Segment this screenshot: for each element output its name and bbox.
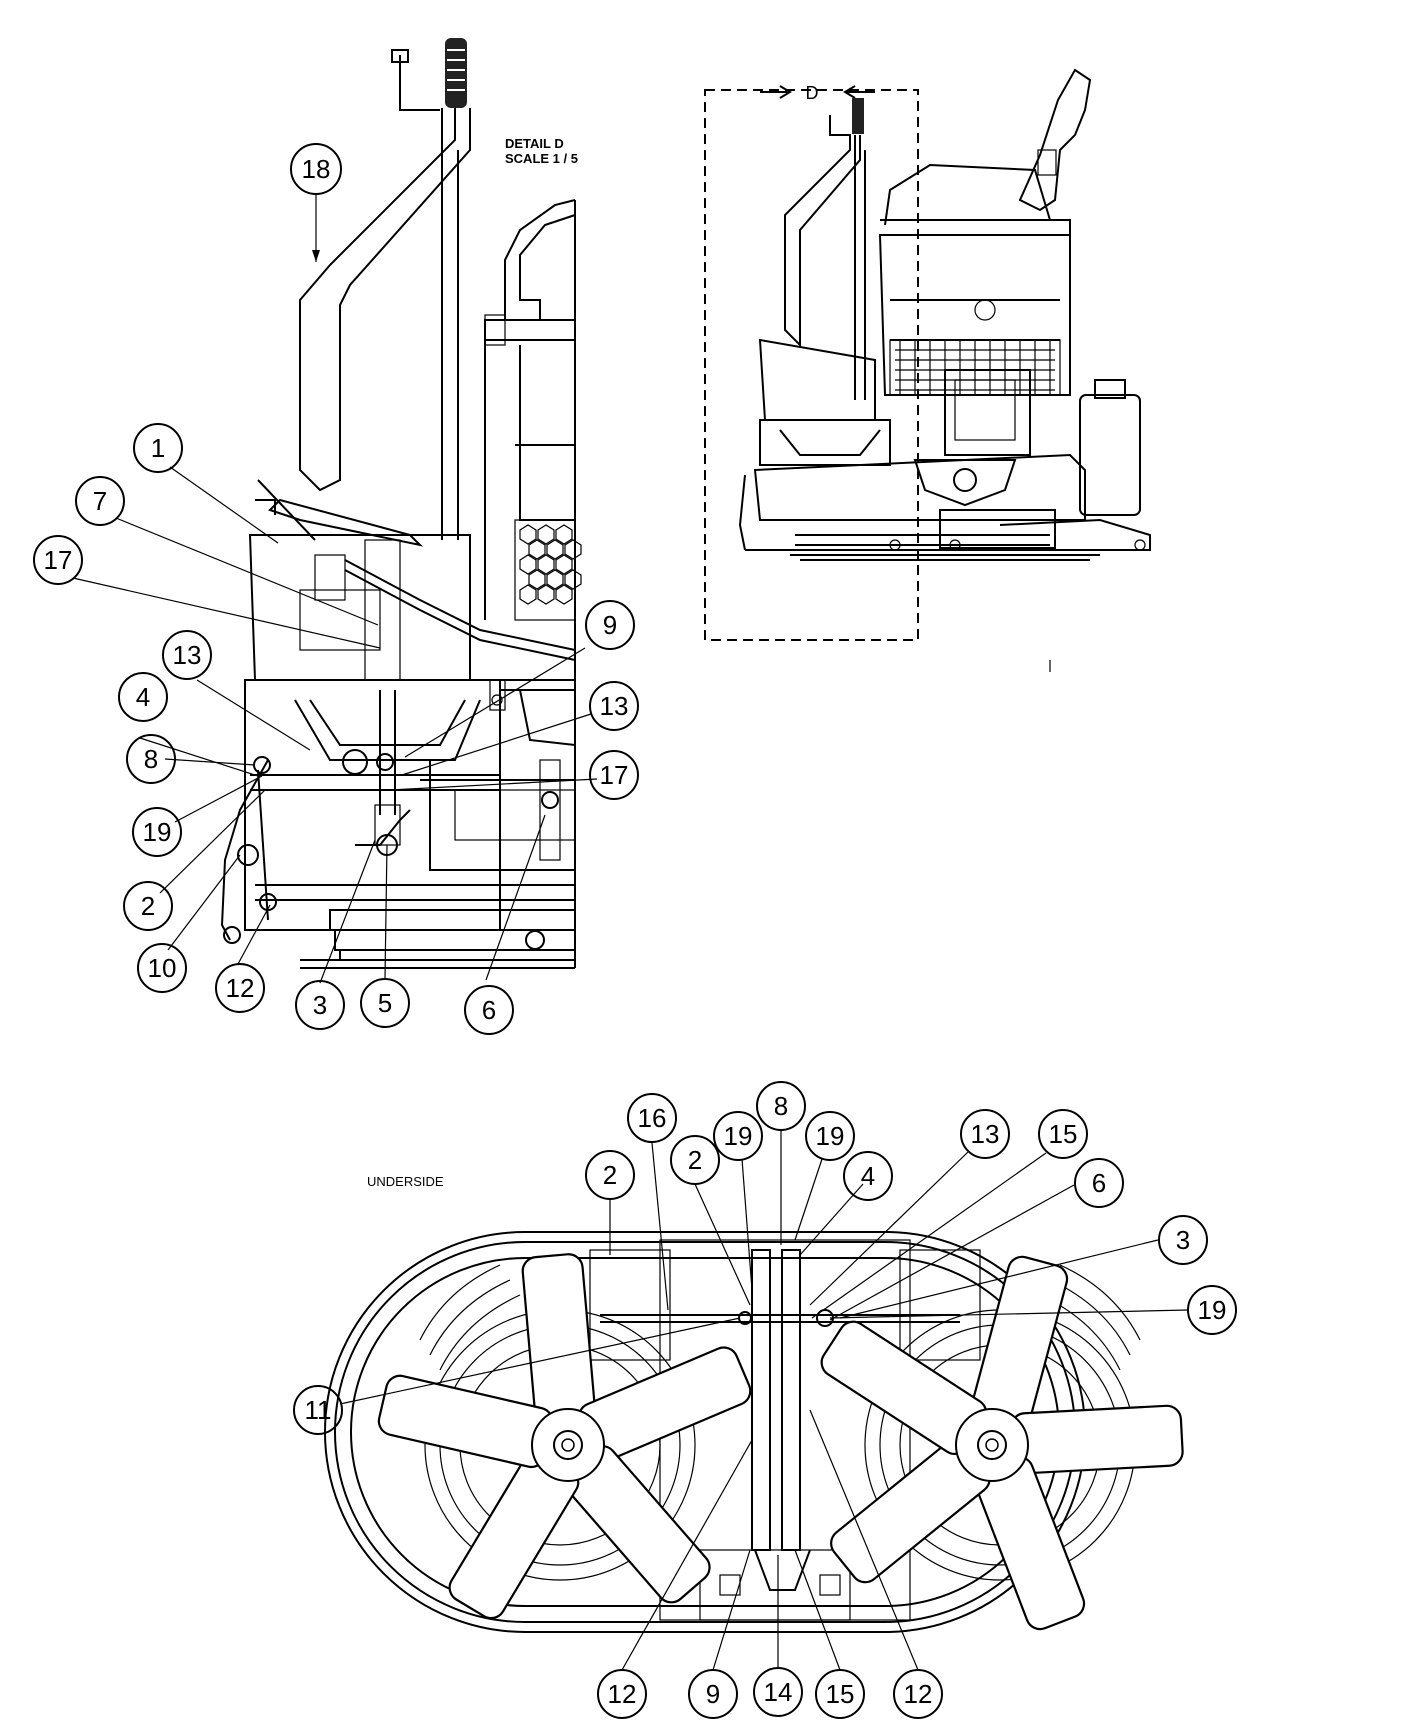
svg-text:19: 19 — [143, 817, 172, 847]
balloon-13: 13 — [162, 630, 212, 680]
side-grille — [889, 339, 1061, 396]
detail-d-view — [220, 38, 582, 969]
svg-text:9: 9 — [706, 1679, 720, 1709]
balloon-u-2a: 2 — [585, 1150, 635, 1200]
svg-text:7: 7 — [93, 486, 107, 516]
svg-text:3: 3 — [313, 990, 327, 1020]
svg-text:19: 19 — [816, 1121, 845, 1151]
right-fan — [820, 1255, 1184, 1631]
svg-text:8: 8 — [774, 1091, 788, 1121]
svg-text:11: 11 — [305, 1395, 332, 1425]
balloon-u-14: 14 — [753, 1667, 803, 1717]
balloon-4: 4 — [118, 672, 168, 722]
balloon-u-4: 4 — [843, 1151, 893, 1201]
balloon-u-19c: 19 — [1187, 1285, 1237, 1335]
detail-title: DETAIL D — [505, 136, 564, 151]
balloon-u-6: 6 — [1074, 1158, 1124, 1208]
svg-text:17: 17 — [600, 760, 629, 790]
svg-text:13: 13 — [173, 640, 202, 670]
balloon-u-19a: 19 — [713, 1111, 763, 1161]
svg-text:12: 12 — [904, 1679, 933, 1709]
svg-text:13: 13 — [600, 691, 629, 721]
balloon-17b: 17 — [589, 750, 639, 800]
balloon-u-2b: 2 — [670, 1135, 720, 1185]
balloon-9: 9 — [585, 600, 635, 650]
balloon-u-15a: 15 — [1038, 1109, 1088, 1159]
balloon-7: 7 — [75, 476, 125, 526]
balloon-u-19b: 19 — [805, 1111, 855, 1161]
svg-text:2: 2 — [688, 1145, 702, 1175]
balloon-1: 1 — [133, 423, 183, 473]
balloon-6: 6 — [464, 985, 514, 1035]
svg-text:5: 5 — [378, 988, 392, 1018]
svg-text:12: 12 — [226, 973, 255, 1003]
svg-text:4: 4 — [861, 1161, 875, 1191]
detail-callouts: 18 1 7 17 13 4 8 19 2 10 12 3 5 6 9 13 1… — [33, 143, 639, 1035]
balloon-u-9: 9 — [688, 1669, 738, 1719]
svg-text:15: 15 — [1049, 1119, 1078, 1149]
balloon-8: 8 — [126, 734, 176, 784]
balloon-u-16: 16 — [627, 1093, 677, 1143]
svg-text:3: 3 — [1176, 1225, 1190, 1255]
svg-text:13: 13 — [971, 1119, 1000, 1149]
svg-text:19: 19 — [724, 1121, 753, 1151]
balloon-u-12b: 12 — [893, 1669, 943, 1719]
side-view: D — [704, 68, 1151, 672]
svg-text:4: 4 — [136, 682, 150, 712]
svg-text:15: 15 — [826, 1679, 855, 1709]
svg-text:9: 9 — [603, 610, 617, 640]
svg-text:17: 17 — [44, 545, 73, 575]
svg-text:6: 6 — [482, 995, 496, 1025]
svg-text:18: 18 — [302, 154, 331, 184]
balloon-10: 10 — [137, 943, 187, 993]
balloon-5: 5 — [360, 978, 410, 1028]
svg-text:19: 19 — [1198, 1295, 1227, 1325]
svg-text:1: 1 — [151, 433, 165, 463]
svg-text:6: 6 — [1092, 1168, 1106, 1198]
balloon-19: 19 — [132, 807, 182, 857]
section-marker: D — [806, 83, 819, 103]
svg-text:10: 10 — [148, 953, 177, 983]
balloon-13b: 13 — [589, 681, 639, 731]
svg-text:8: 8 — [144, 744, 158, 774]
balloon-18: 18 — [290, 143, 342, 195]
balloon-u-11: 11 — [293, 1385, 343, 1435]
underside-label: UNDERSIDE — [367, 1174, 444, 1189]
svg-text:12: 12 — [608, 1679, 637, 1709]
balloon-u-8: 8 — [756, 1081, 806, 1131]
balloon-u-15b: 15 — [815, 1669, 865, 1719]
balloon-2: 2 — [123, 881, 173, 931]
balloon-17: 17 — [33, 535, 83, 585]
svg-text:2: 2 — [141, 891, 155, 921]
underside-callouts: 16 8 19 19 13 15 2 2 4 6 3 19 11 12 9 14… — [293, 1081, 1237, 1719]
hex-grille — [514, 519, 582, 621]
balloon-u-12a: 12 — [597, 1669, 647, 1719]
balloon-u-3: 3 — [1158, 1215, 1208, 1265]
balloon-12: 12 — [215, 963, 265, 1013]
svg-text:2: 2 — [603, 1160, 617, 1190]
svg-text:14: 14 — [764, 1677, 793, 1707]
balloon-u-13: 13 — [960, 1109, 1010, 1159]
underside-view — [324, 1231, 1184, 1633]
svg-text:16: 16 — [638, 1103, 667, 1133]
left-fan — [377, 1253, 752, 1620]
balloon-3: 3 — [295, 980, 345, 1030]
detail-scale: SCALE 1 / 5 — [505, 151, 578, 166]
